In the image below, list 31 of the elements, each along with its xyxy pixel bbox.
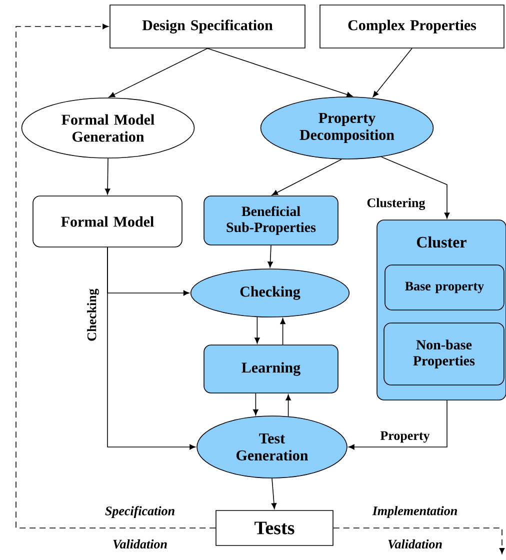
arrow: [286, 394, 291, 417]
note-label: Implementation: [372, 506, 457, 518]
arrow: [380, 156, 450, 219]
process-box: Beneficial Sub-Properties: [204, 196, 338, 246]
edge-label: Property: [380, 431, 430, 443]
process-box: Learning: [204, 344, 338, 394]
arrow: [207, 48, 353, 98]
note-label: Specification: [105, 506, 174, 518]
arrow: [16, 24, 216, 528]
arrow: [104, 158, 110, 195]
arrow: [108, 48, 208, 98]
note-label: Validation: [113, 539, 167, 549]
process-box: Formal Model: [32, 196, 182, 248]
edge-label: Checking: [87, 288, 99, 341]
process-box: Non-base Properties: [384, 322, 504, 386]
arrow: [348, 400, 448, 450]
process-box: Tests: [216, 510, 334, 546]
arrow: [280, 318, 286, 345]
process-box: Complex Properties: [320, 4, 504, 48]
arrow: [333, 528, 505, 554]
note-label: Validation: [388, 539, 442, 549]
arrow: [272, 158, 342, 196]
arrow: [271, 478, 277, 510]
arrow: [372, 48, 412, 98]
arrow: [107, 247, 196, 450]
arrow: [253, 393, 258, 416]
arrow: [254, 316, 260, 344]
process-box: Design Specification: [110, 4, 306, 48]
edge-label: Clustering: [367, 198, 426, 210]
arrow: [268, 245, 273, 268]
process-box: Base property: [384, 264, 504, 310]
